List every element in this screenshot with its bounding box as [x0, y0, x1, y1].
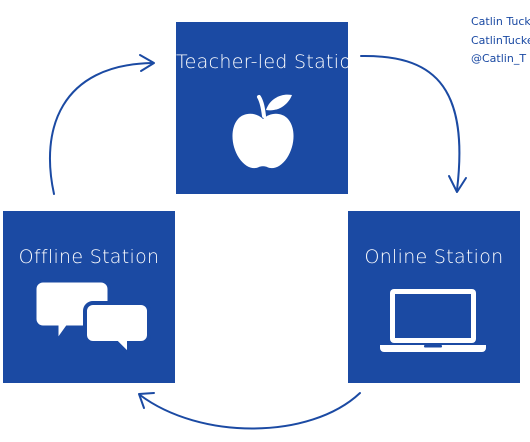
teacher-led-station: Teacher-led Station — [176, 22, 364, 194]
online-station-label: Online Station — [364, 246, 504, 268]
arrowhead-teacher-to-online — [448, 175, 467, 193]
apple-icon — [232, 94, 294, 169]
credit-website: CatlinTucke — [471, 33, 530, 47]
arrow-offline-to-teacher — [48, 62, 153, 195]
credit-name: Catlin Tucke — [471, 15, 530, 28]
credit-handle: @Catlin_T — [471, 52, 527, 65]
offline-station-label: Offline Station — [18, 246, 160, 268]
author-credits: Catlin Tucke CatlinTucke @Catlin_T — [471, 13, 530, 69]
arrow-online-to-offline — [139, 392, 361, 430]
offline-station: Offline Station — [3, 211, 175, 383]
online-station: Online Station — [348, 211, 520, 383]
arrowhead-offline-to-teacher — [139, 54, 155, 72]
arrowhead-online-to-offline — [138, 392, 155, 409]
arrow-teacher-to-online — [360, 54, 461, 191]
laptop-icon — [380, 289, 486, 352]
teacher-led-station-label: Teacher-led Station — [176, 51, 364, 73]
chat-bubbles-icon — [33, 279, 151, 355]
